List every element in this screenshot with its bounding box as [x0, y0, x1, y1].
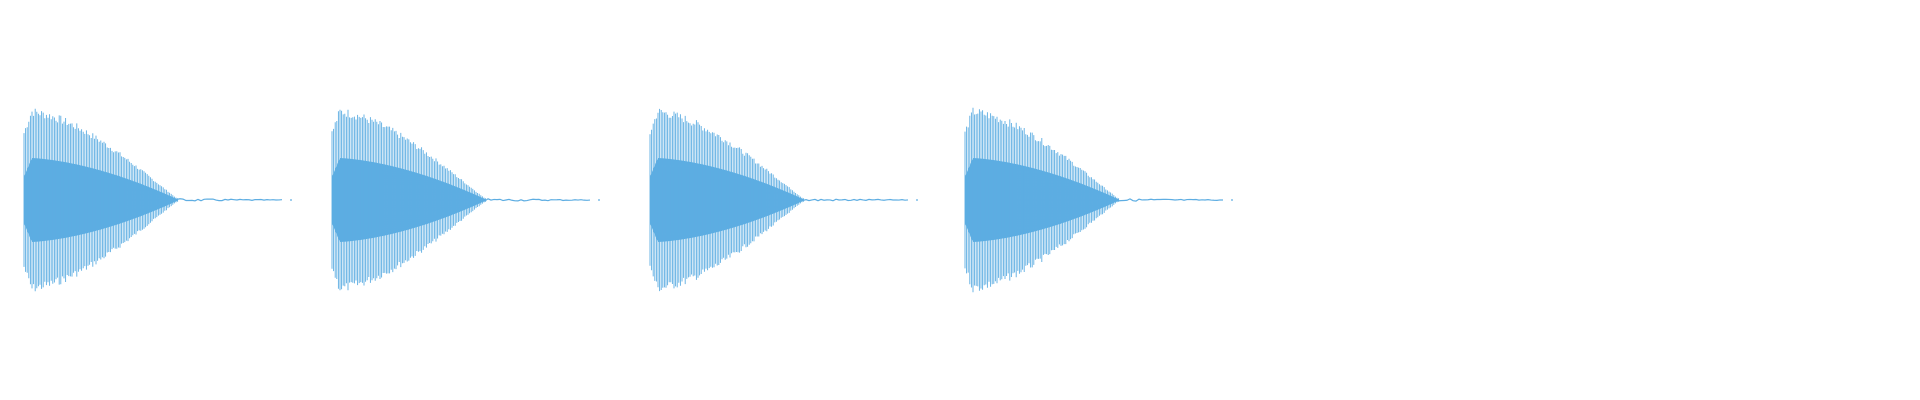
- waveform-burst-tail: [158, 198, 283, 202]
- waveform-burst-tail: [1099, 198, 1224, 202]
- waveform-burst-end-mark: [1231, 199, 1233, 201]
- waveform-burst-oscillation: [964, 107, 1120, 293]
- waveform-burst-1: [23, 108, 292, 292]
- waveform-burst-3: [649, 108, 918, 292]
- waveform-burst-end-mark: [290, 199, 292, 201]
- waveform-burst-end-mark: [916, 199, 918, 201]
- waveform-burst-end-mark: [598, 199, 600, 201]
- waveform-burst-tail: [784, 198, 909, 202]
- waveform-bursts: [23, 107, 1233, 293]
- waveform-burst-4: [964, 107, 1233, 293]
- waveform-burst-tail: [466, 198, 591, 202]
- waveform-burst-2: [331, 109, 600, 291]
- waveform-burst-oscillation: [331, 109, 487, 291]
